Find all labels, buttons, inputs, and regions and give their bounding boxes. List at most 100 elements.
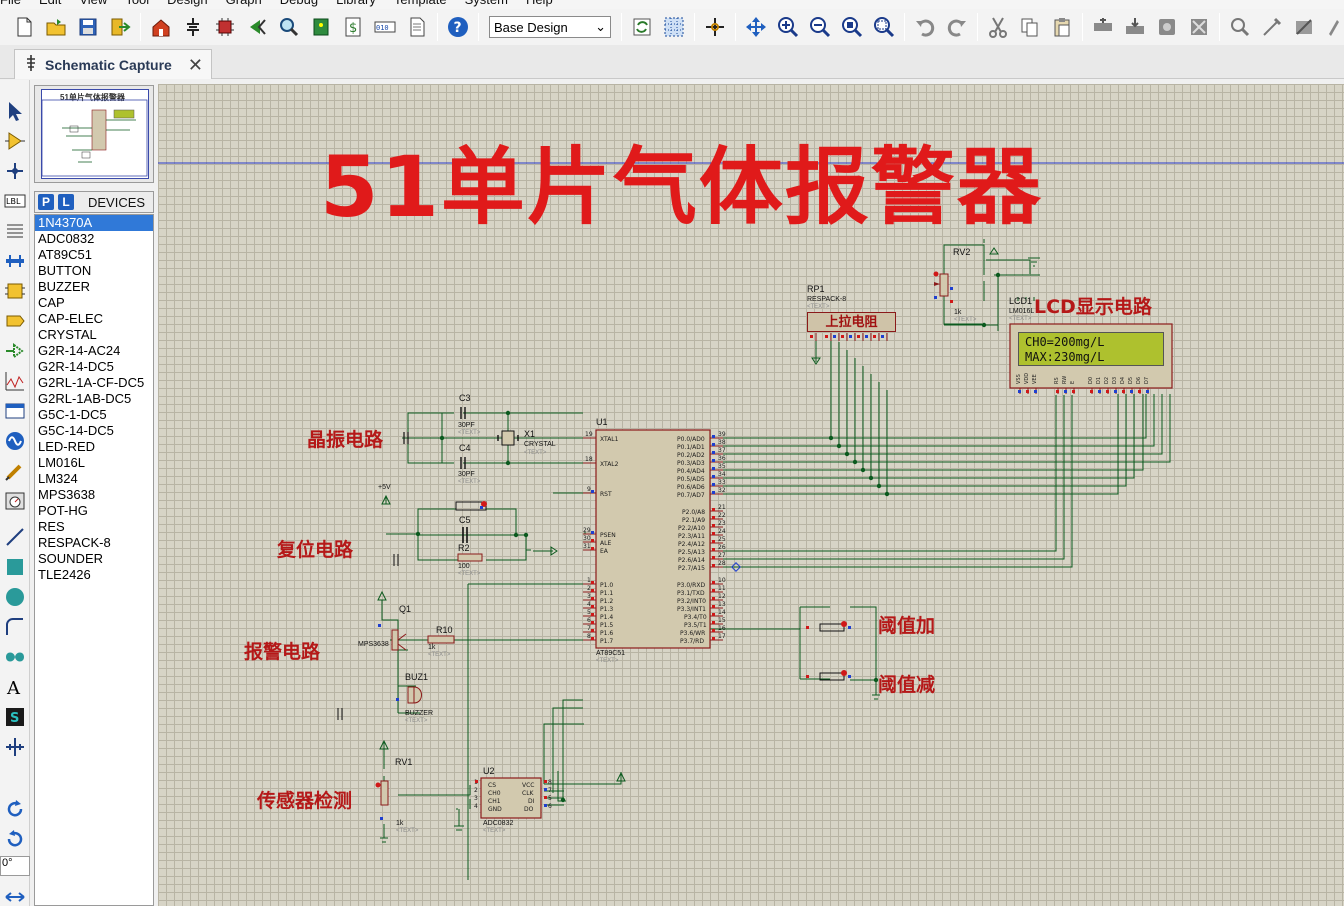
device-list-item[interactable]: TLE2426 — [38, 567, 91, 582]
device-list-item[interactable]: ADC0832 — [38, 231, 95, 246]
component-icon[interactable] — [180, 14, 206, 40]
import-icon[interactable] — [107, 14, 133, 40]
voltage-probe-icon[interactable] — [2, 458, 28, 484]
device-list-item[interactable]: POT-HG — [38, 503, 88, 518]
menu-tool[interactable]: Tool — [125, 0, 149, 9]
block-move-icon[interactable] — [1122, 14, 1148, 40]
rp1-pullup-resistor[interactable]: 上拉电阻 — [807, 312, 896, 332]
design-select[interactable]: Base Design⌄ — [489, 16, 611, 38]
device-list-item[interactable]: CAP — [38, 295, 65, 310]
device-list-item[interactable]: G5C-14-DC5 — [38, 423, 114, 438]
path-icon[interactable] — [2, 644, 28, 670]
device-list-item[interactable]: G2RL-1A-CF-DC5 — [38, 375, 145, 390]
menu-library[interactable]: Library — [336, 0, 376, 9]
menu-file[interactable]: File — [0, 0, 21, 9]
device-list-item[interactable]: 1N4370A — [35, 215, 153, 231]
mirror-icon[interactable] — [2, 884, 28, 906]
new-file-icon[interactable] — [11, 14, 37, 40]
block-copy-icon[interactable] — [1090, 14, 1116, 40]
box-icon[interactable] — [2, 554, 28, 580]
device-pin-icon[interactable] — [2, 338, 28, 364]
menu-design[interactable]: Design — [167, 0, 207, 9]
pick-devices-button[interactable]: P — [38, 194, 54, 210]
terminal-icon[interactable] — [2, 308, 28, 334]
home-icon[interactable] — [148, 14, 174, 40]
dollar-icon[interactable]: $ — [340, 14, 366, 40]
block-rotate-icon[interactable] — [1154, 14, 1180, 40]
line-icon[interactable] — [2, 524, 28, 550]
menu-template[interactable]: Template — [394, 0, 447, 9]
cut-icon[interactable] — [985, 14, 1011, 40]
refresh-icon[interactable] — [629, 14, 655, 40]
back-icon[interactable] — [244, 14, 270, 40]
block-delete-icon[interactable] — [1186, 14, 1212, 40]
graph-icon[interactable] — [2, 368, 28, 394]
tape-recorder-icon[interactable] — [2, 398, 28, 424]
close-icon[interactable]: ✕ — [187, 54, 203, 75]
overview-panel[interactable]: 51单片气体报警器 — [34, 85, 154, 183]
grid-icon[interactable] — [661, 14, 687, 40]
menu-system[interactable]: System — [465, 0, 508, 9]
device-list-item[interactable]: G2R-14-DC5 — [38, 359, 114, 374]
menu-help[interactable]: Help — [526, 0, 553, 9]
device-list-item[interactable]: SOUNDER — [38, 551, 104, 566]
menu-view[interactable]: View — [79, 0, 107, 9]
origin-icon[interactable] — [702, 14, 728, 40]
help-icon[interactable]: ? — [445, 14, 471, 40]
component-mode-icon[interactable] — [2, 128, 28, 154]
device-list-item[interactable]: CRYSTAL — [38, 327, 97, 342]
subcircuit-icon[interactable] — [2, 278, 28, 304]
paste-icon[interactable] — [1049, 14, 1075, 40]
device-list-item[interactable]: G2RL-1AB-DC5 — [38, 391, 132, 406]
chip-icon[interactable] — [212, 14, 238, 40]
menu-graph[interactable]: Graph — [226, 0, 262, 9]
save-icon[interactable] — [75, 14, 101, 40]
pan-icon[interactable] — [743, 14, 769, 40]
menu-debug[interactable]: Debug — [280, 0, 318, 9]
arc-icon[interactable] — [2, 614, 28, 640]
pcb-icon[interactable] — [308, 14, 334, 40]
library-manager-button[interactable]: L — [58, 194, 74, 210]
device-list-item[interactable]: CAP-ELEC — [38, 311, 104, 326]
menu-edit[interactable]: Edit — [39, 0, 61, 9]
tab-schematic-capture[interactable]: Schematic Capture ✕ — [14, 49, 212, 79]
zoom-in-icon[interactable] — [775, 14, 801, 40]
circle-icon[interactable] — [2, 584, 28, 610]
rotate-ccw-icon[interactable] — [2, 826, 28, 852]
copy-icon[interactable] — [1017, 14, 1043, 40]
tools-icon[interactable] — [1291, 14, 1317, 40]
device-list-item[interactable]: LED-RED — [38, 439, 96, 454]
selection-mode-icon[interactable] — [2, 98, 28, 124]
device-list-item[interactable]: G2R-14-AC24 — [38, 343, 121, 358]
rotation-angle-field[interactable]: 0° — [0, 856, 30, 876]
symbol-icon[interactable]: S — [2, 704, 28, 730]
wire-label-icon[interactable]: LBL — [2, 188, 28, 214]
misc-tool-icon[interactable] — [1323, 14, 1344, 40]
pick-icon[interactable] — [1227, 14, 1253, 40]
zoom-out-icon[interactable] — [807, 14, 833, 40]
device-list-item[interactable]: RESPACK-8 — [38, 535, 111, 550]
magnifier-icon[interactable] — [276, 14, 302, 40]
make-device-icon[interactable] — [1259, 14, 1285, 40]
document-icon[interactable] — [404, 14, 430, 40]
zoom-fit-icon[interactable] — [839, 14, 865, 40]
device-list-item[interactable]: MPS3638 — [38, 487, 96, 502]
device-list-item[interactable]: LM016L — [38, 455, 85, 470]
marker-icon[interactable] — [2, 734, 28, 760]
generator-icon[interactable] — [2, 428, 28, 454]
junction-icon[interactable] — [2, 158, 28, 184]
text-icon[interactable]: A — [2, 674, 28, 700]
binary-icon[interactable]: 010 — [372, 14, 398, 40]
device-list-item[interactable]: RES — [38, 519, 65, 534]
device-list-item[interactable]: BUTTON — [38, 263, 92, 278]
undo-icon[interactable] — [912, 14, 938, 40]
open-folder-icon[interactable] — [43, 14, 69, 40]
device-list-item[interactable]: BUZZER — [38, 279, 90, 294]
bus-icon[interactable] — [2, 248, 28, 274]
redo-icon[interactable] — [944, 14, 970, 40]
virtual-instrument-icon[interactable] — [2, 488, 28, 514]
rotate-cw-icon[interactable] — [2, 796, 28, 822]
text-script-icon[interactable] — [2, 218, 28, 244]
device-list-item[interactable]: G5C-1-DC5 — [38, 407, 107, 422]
